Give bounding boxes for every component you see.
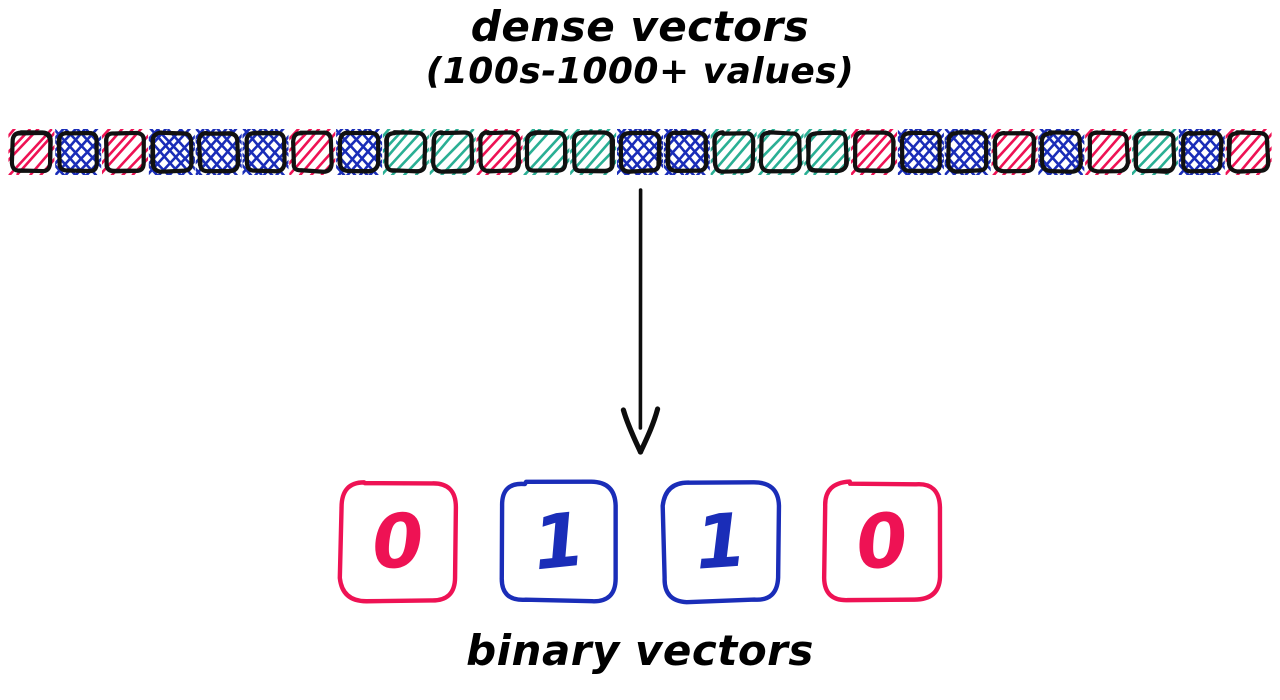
dense-vector-cell [851, 129, 898, 175]
dense-vector-cell [523, 129, 570, 175]
binary-bit-cell[interactable]: 1 [497, 478, 621, 606]
dense-vector-cell [55, 129, 102, 175]
dense-vector-cell [757, 129, 804, 175]
footer-label: binary vectors [466, 626, 814, 675]
bit-value: 1 [529, 496, 590, 588]
diagram-title: dense vectors (100s-1000+ values) [0, 2, 1280, 94]
bit-value: 0 [369, 497, 427, 587]
dense-vector-cell [804, 129, 851, 175]
dense-vector-cell [429, 129, 476, 175]
bit-box-outline [821, 479, 943, 603]
binary-bit-cell[interactable]: 1 [659, 478, 783, 606]
dense-vector-cell [8, 129, 55, 175]
dense-vector-cell [991, 129, 1038, 175]
dense-vector-cells [8, 129, 1272, 175]
dense-vector-cell [195, 129, 242, 175]
binary-bit-cell[interactable]: 0 [820, 478, 944, 606]
bit-box-outline [660, 480, 781, 605]
dense-vector-cell [1085, 129, 1132, 175]
dense-vector-cell [148, 129, 195, 175]
cell-hatch [1225, 129, 1272, 175]
dense-vector-cell [897, 129, 944, 175]
binary-vector-row: 0 1 1 0 [336, 474, 944, 610]
dense-vector-cell [289, 129, 336, 175]
dense-vector-cell [570, 129, 617, 175]
binary-bit-cell[interactable]: 0 [336, 478, 460, 606]
dense-vector-cell [663, 129, 710, 175]
bit-box-outline [337, 480, 459, 604]
title-subtitle: (100s-1000+ values) [425, 50, 855, 92]
bit-box-outline [499, 479, 619, 604]
dense-vector-cell [1225, 129, 1272, 175]
bit-value: 1 [691, 497, 750, 587]
dense-vector-cell [710, 129, 757, 175]
dense-vector-cell [382, 129, 429, 175]
dense-vector-cell [944, 129, 991, 175]
title-primary: dense vectors [470, 2, 810, 51]
dense-vector-strip [0, 118, 1280, 184]
dense-vector-cell [617, 129, 663, 175]
dense-vector-cell [1178, 129, 1225, 175]
dense-vector-cell [242, 129, 289, 175]
dense-vector-cell [102, 129, 149, 175]
dense-vector-cell [336, 129, 383, 175]
dense-vector-cell [1038, 129, 1085, 175]
bit-value: 0 [851, 496, 913, 588]
dense-vector-cell [476, 129, 523, 175]
dense-vector-cell [1131, 129, 1178, 175]
down-arrow-icon [595, 188, 687, 460]
